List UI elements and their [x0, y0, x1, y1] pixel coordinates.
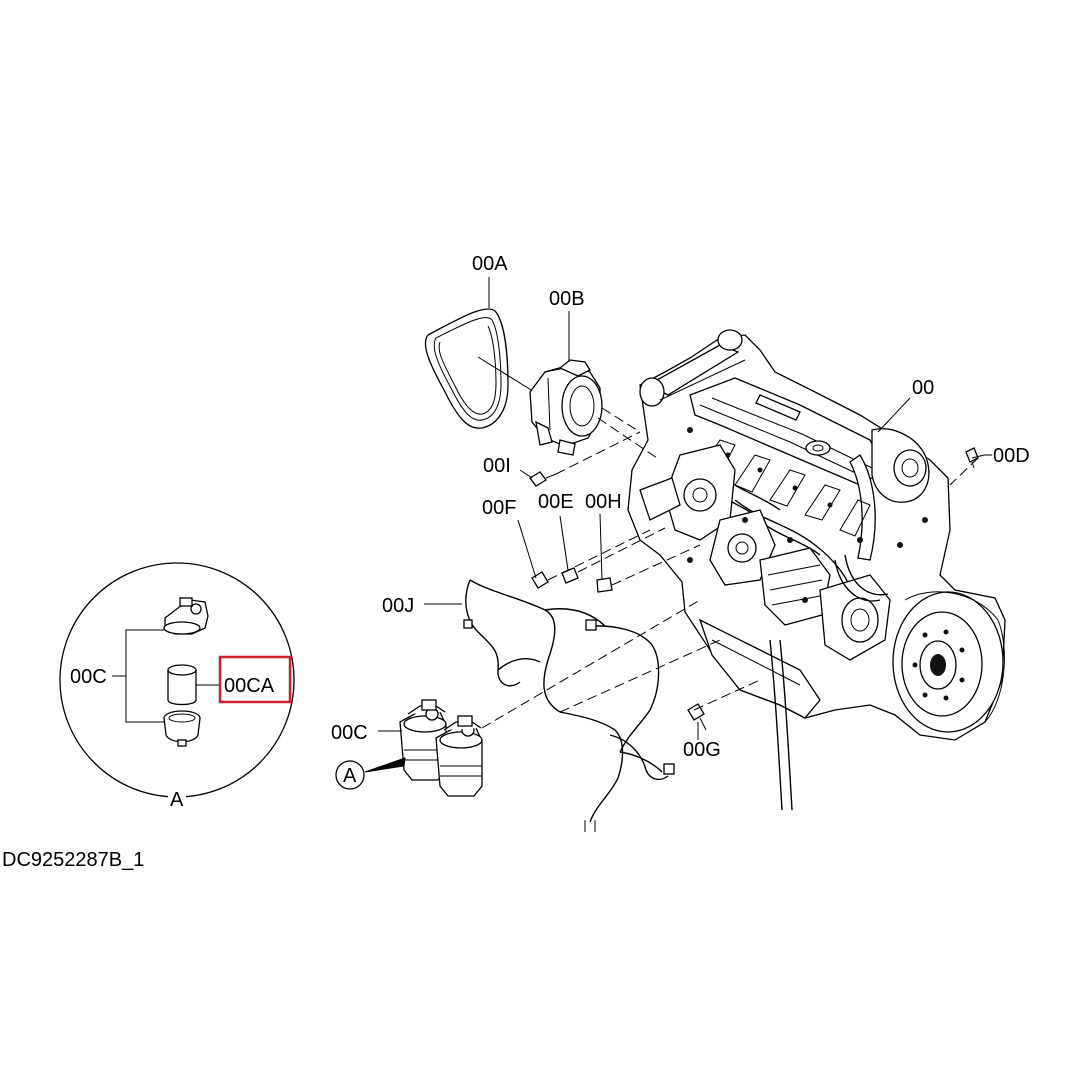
- drawing-code: DC9252287B_1: [2, 849, 144, 871]
- detail-filter-element[interactable]: [167, 664, 197, 706]
- sensor-00F[interactable]: [531, 571, 549, 589]
- leader-lines: [378, 277, 992, 740]
- label-00F[interactable]: 00F: [482, 497, 516, 519]
- label-00CA[interactable]: 00CA: [224, 675, 275, 697]
- pulley-dashed-guide: [597, 417, 661, 461]
- engine-illustration[interactable]: [627, 329, 1006, 811]
- detail-view-A[interactable]: [59, 562, 295, 807]
- label-00G[interactable]: 00G: [683, 739, 721, 761]
- sensor-00G[interactable]: [687, 703, 707, 731]
- pulley-dashed-guide-2: [601, 407, 641, 433]
- label-00J[interactable]: 00J: [382, 595, 414, 617]
- label-00D[interactable]: 00D: [993, 445, 1030, 467]
- highlight-box: [218, 655, 292, 704]
- wiring-harness[interactable]: [463, 579, 675, 832]
- detail-filter-head: [163, 597, 209, 635]
- label-00A[interactable]: 00A: [472, 253, 508, 275]
- detail-callout-circle[interactable]: [335, 760, 365, 790]
- sensor-00H[interactable]: [596, 577, 613, 593]
- label-00[interactable]: 00: [912, 377, 934, 399]
- label-00E[interactable]: 00E: [538, 491, 574, 513]
- label-detail-A: A: [170, 789, 184, 811]
- label-00C[interactable]: 00C: [331, 722, 368, 744]
- sensor-dashed-guides: [481, 431, 979, 729]
- label-00B[interactable]: 00B: [549, 288, 585, 310]
- label-detail-callout[interactable]: A: [343, 765, 357, 787]
- label-00I[interactable]: 00I: [483, 455, 511, 477]
- label-00C-detail[interactable]: 00C: [70, 666, 107, 688]
- sensor-00E[interactable]: [561, 567, 579, 584]
- sensor-00I[interactable]: [529, 471, 557, 487]
- detail-pointer-arrow: [364, 757, 406, 773]
- belt-center-line: [477, 356, 537, 394]
- fuel-filter-assembly[interactable]: [399, 699, 483, 797]
- pulley-part[interactable]: [529, 359, 603, 456]
- label-00H[interactable]: 00H: [585, 491, 622, 513]
- belt-part[interactable]: [424, 308, 509, 429]
- detail-filter-bowl: [163, 710, 201, 747]
